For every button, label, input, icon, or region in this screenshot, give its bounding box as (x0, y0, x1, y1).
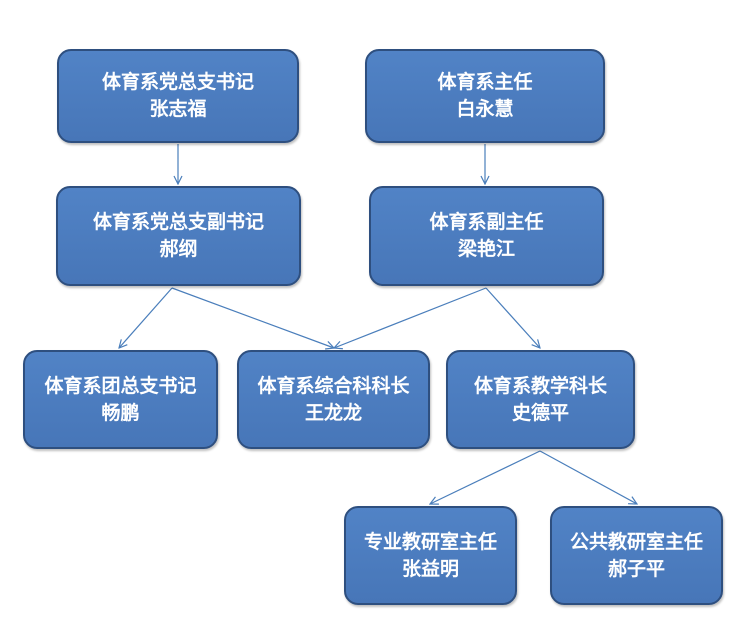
node-title: 体育系教学科长 (473, 374, 607, 397)
connector-deputy-director-to-teaching-section-chief (485, 287, 540, 348)
node-person: 梁艳江 (457, 238, 515, 260)
node-public-office-director: 公共教研室主任 郝子平 (550, 506, 723, 605)
node-person: 王龙龙 (304, 401, 362, 424)
node-title: 体育系党总支书记 (101, 71, 254, 93)
node-teaching-section-chief: 体育系教学科长 史德平 (446, 350, 635, 449)
node-title: 体育系副主任 (429, 211, 544, 233)
node-title: 公共教研室主任 (569, 530, 703, 553)
connector-teaching-section-chief-to-public-office-director (539, 450, 637, 504)
connector-deputy-party-secretary-to-youth-league-secretary (119, 287, 173, 348)
node-person: 畅鹏 (101, 401, 140, 424)
node-deputy-party-secretary: 体育系党总支副书记 郝纲 (56, 186, 301, 286)
node-title: 专业教研室主任 (363, 530, 497, 553)
node-title: 体育系综合科科长 (257, 374, 410, 397)
node-youth-league-secretary: 体育系团总支书记 畅鹏 (23, 350, 218, 449)
node-dept-director: 体育系主任 白永慧 (365, 49, 605, 143)
connector-deputy-director-to-general-section-chief (334, 287, 487, 348)
connector-deputy-party-secretary-to-general-section-chief (171, 287, 334, 348)
node-title: 体育系党总支副书记 (92, 211, 264, 233)
node-person: 史德平 (511, 401, 569, 424)
node-title: 体育系团总支书记 (44, 374, 197, 397)
node-general-section-chief: 体育系综合科科长 王龙龙 (237, 350, 430, 449)
node-person: 张志福 (149, 98, 207, 120)
node-deputy-director: 体育系副主任 梁艳江 (369, 186, 604, 286)
node-person: 张益明 (401, 557, 459, 580)
node-major-office-director: 专业教研室主任 张益明 (344, 506, 517, 605)
node-person: 郝纲 (159, 238, 198, 260)
node-party-secretary: 体育系党总支书记 张志福 (57, 49, 299, 143)
node-title: 体育系主任 (437, 71, 533, 93)
connector-teaching-section-chief-to-major-office-director (430, 450, 541, 504)
node-person: 郝子平 (607, 557, 665, 580)
node-person: 白永慧 (456, 98, 514, 120)
